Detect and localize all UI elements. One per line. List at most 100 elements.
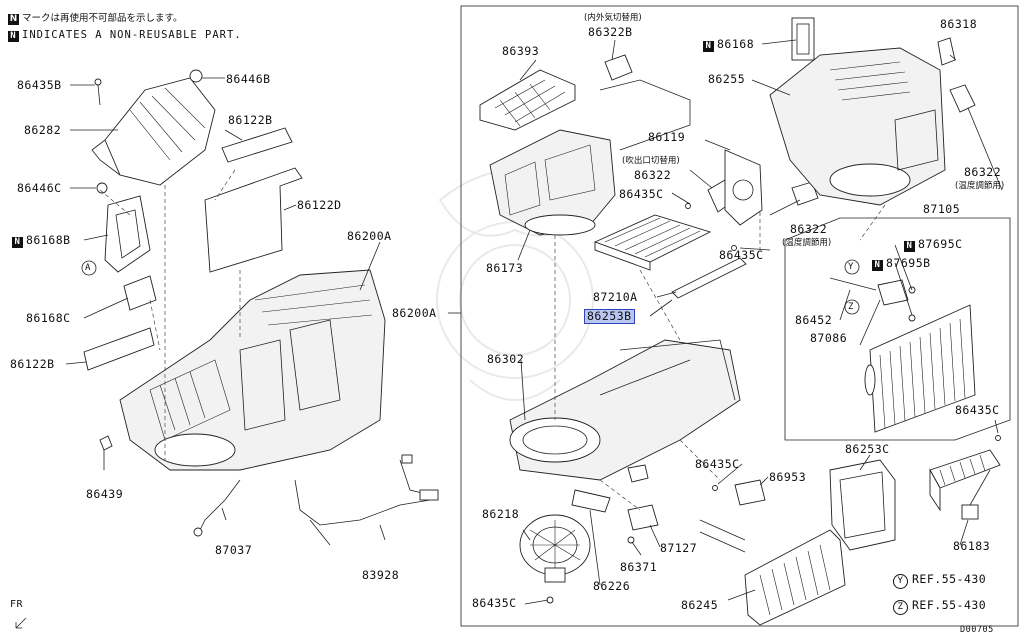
part-label[interactable]: 83928 xyxy=(362,568,400,582)
part-label[interactable]: 87086 xyxy=(810,331,848,345)
part-label[interactable]: 86218 xyxy=(482,507,520,521)
n-mark-icon: N xyxy=(703,41,714,52)
part-label[interactable]: 87210A xyxy=(593,290,638,304)
part-label[interactable]: 86122B xyxy=(10,357,55,371)
n-mark-icon: N xyxy=(12,237,23,248)
screw-86435c-group xyxy=(546,203,1001,604)
part-label[interactable]: 87037 xyxy=(215,543,253,557)
part-label[interactable]: 86435C xyxy=(619,187,664,201)
part-86245-heater-core xyxy=(699,519,846,626)
part-86255-case xyxy=(769,47,946,206)
part-label[interactable]: 86122B xyxy=(228,113,273,127)
part-label[interactable]: 86168C xyxy=(26,311,71,325)
n-mark-icon: N xyxy=(8,31,19,42)
seal-86168 xyxy=(791,17,815,61)
screw-86371 xyxy=(627,536,635,544)
part-label[interactable]: 86435C xyxy=(955,403,1000,417)
diagram-code: D00705 xyxy=(960,625,994,635)
actuator-86322-temp xyxy=(791,181,819,206)
part-label[interactable]: 86318 xyxy=(940,17,978,31)
frame-86253b xyxy=(671,257,747,299)
part-label[interactable]: 86253C xyxy=(845,442,890,456)
valve-87086 xyxy=(877,279,909,306)
bolt-86452 xyxy=(829,277,877,291)
part-label[interactable]: 86322 xyxy=(790,222,828,236)
part-label[interactable]: 86393 xyxy=(502,44,540,58)
part-label[interactable]: 86200A xyxy=(347,229,392,243)
hose-87037 xyxy=(199,479,241,531)
actuator-86318 xyxy=(937,37,956,66)
part-note: (内外気切替用) xyxy=(584,13,642,23)
part-label[interactable]: 86435C xyxy=(472,596,517,610)
part-note: (温度調節用) xyxy=(782,238,832,248)
part-note: (温度調節用) xyxy=(955,181,1005,191)
part-86393-cover xyxy=(479,69,576,131)
part-label[interactable]: 86282 xyxy=(24,123,62,137)
clamp-86953 xyxy=(734,479,766,506)
part-label[interactable]: 86452 xyxy=(795,313,833,327)
evaporator-box xyxy=(784,217,1011,441)
grommet-86446c xyxy=(96,182,108,194)
callout-a: A xyxy=(85,263,91,273)
part-label[interactable]: 86122D xyxy=(297,198,342,212)
part-label[interactable]: 86226 xyxy=(593,579,631,593)
group-frame xyxy=(460,5,1019,627)
screw-86435b xyxy=(94,78,102,86)
ref-symbol: Y xyxy=(893,574,908,589)
part-label[interactable]: 86322 xyxy=(964,165,1002,179)
part-86218-blower xyxy=(519,514,591,583)
part-86282-duct xyxy=(91,77,216,186)
part-86302-lower-case xyxy=(509,339,741,481)
bracket-86226 xyxy=(571,489,611,513)
part-label[interactable]: 86255 xyxy=(708,72,746,86)
link-86119 xyxy=(724,149,763,226)
part-label[interactable]: 86245 xyxy=(681,598,719,612)
part-label-highlighted[interactable]: 86253B xyxy=(584,309,635,324)
part-label[interactable]: 86173 xyxy=(486,261,524,275)
part-label[interactable]: 87105 xyxy=(923,202,961,216)
n-mark-icon: N xyxy=(8,14,19,25)
part-label[interactable]: 86302 xyxy=(487,352,525,366)
part-label[interactable]: 87127 xyxy=(660,541,698,555)
part-label[interactable]: 86371 xyxy=(620,560,658,574)
part-86183-module xyxy=(929,449,1001,520)
resistor-87127 xyxy=(627,504,659,531)
part-label[interactable]: 86322B xyxy=(588,25,633,39)
part-label[interactable]: 86435C xyxy=(719,248,764,262)
fr-arrow-icon xyxy=(15,617,27,629)
actuator-86322-temp2 xyxy=(949,84,976,113)
ref-symbol: Z xyxy=(893,600,908,615)
callout-z: Z xyxy=(848,302,854,312)
pad-86122b-bottom xyxy=(83,327,155,371)
panel-86253c xyxy=(829,459,896,551)
part-label[interactable]: 86200A xyxy=(392,306,437,320)
part-label[interactable]: 86446B xyxy=(226,72,271,86)
part-label[interactable]: 86439 xyxy=(86,487,124,501)
part-label[interactable]: 86435B xyxy=(17,78,62,92)
callout-circle-a xyxy=(81,260,97,276)
part-label[interactable]: 86953 xyxy=(769,470,807,484)
part-label[interactable]: 86446C xyxy=(17,181,62,195)
foam-86122d xyxy=(204,167,303,273)
n-mark-icon: N xyxy=(872,260,883,271)
callout-circle-z xyxy=(844,299,860,315)
part-label[interactable]: 86435C xyxy=(695,457,740,471)
pad-86122b-top xyxy=(221,127,293,163)
fr-label: FR xyxy=(10,599,24,610)
n-mark-icon: N xyxy=(904,241,915,252)
part-86200a-hvac-unit xyxy=(119,269,386,471)
part-label[interactable]: 86183 xyxy=(953,539,991,553)
part-label[interactable]: 86322 xyxy=(634,168,672,182)
grommet-86446b xyxy=(189,69,203,83)
part-label[interactable]: 86119 xyxy=(648,130,686,144)
